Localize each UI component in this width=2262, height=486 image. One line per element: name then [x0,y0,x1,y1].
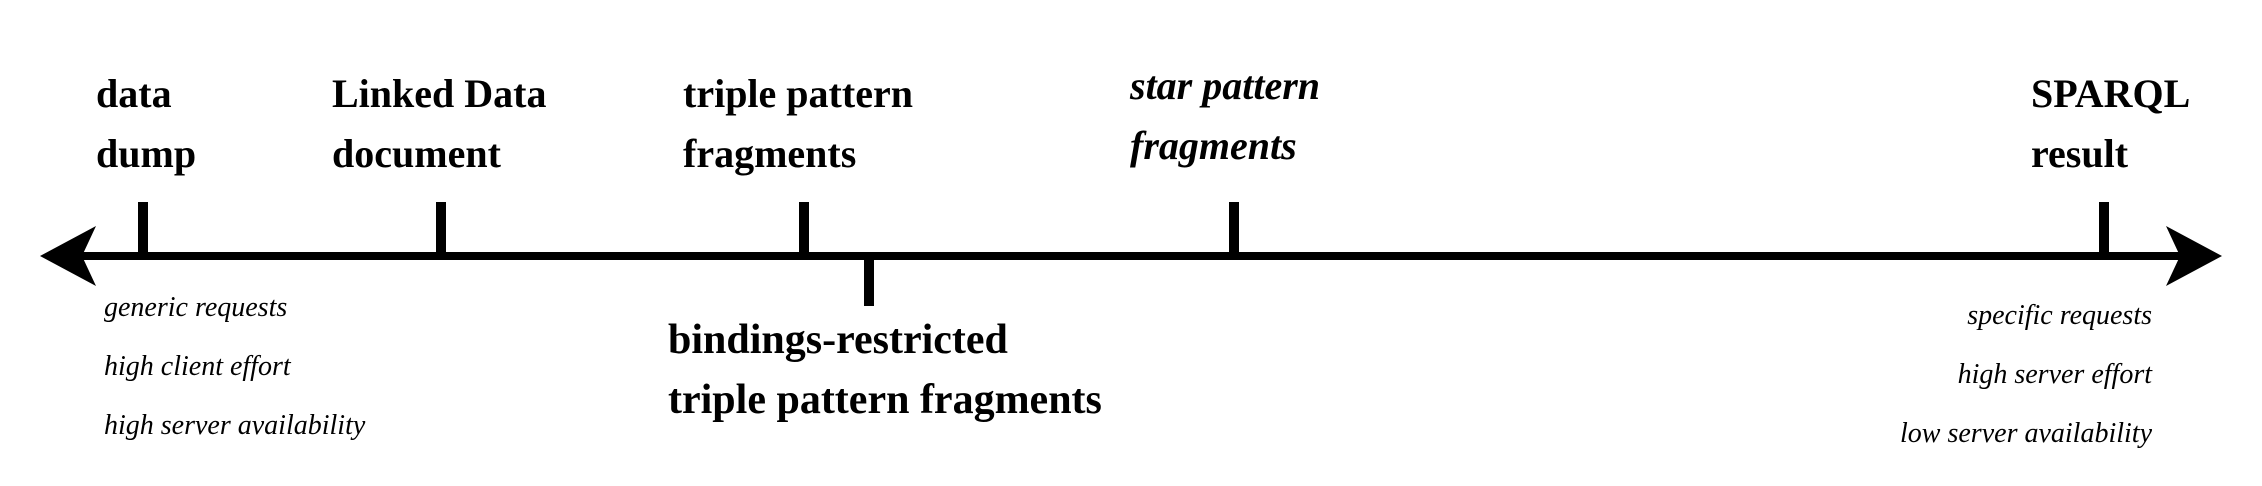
tick-linked-data-document [436,202,446,256]
label-bindings-restricted: bindings-restricted triple pattern fragm… [668,310,1102,430]
tick-sparql-result [2099,202,2109,256]
label-line: triple pattern [683,71,913,116]
left-notes: generic requests high client effort high… [104,278,365,455]
note-line: specific requests [1967,300,2152,331]
note-line: high server effort [1957,359,2152,390]
tick-bindings-restricted [864,256,874,306]
label-line: bindings-restricted [668,317,1008,363]
note-line: high server availability [104,410,366,441]
label-line: result [2031,131,2129,176]
label-line: Linked Data [332,71,547,116]
label-line: star pattern [1130,63,1321,108]
note-line: low server availability [1900,418,2152,449]
label-line: triple pattern fragments [668,377,1102,423]
label-line: SPARQL [2031,71,2191,116]
left-arrowhead [40,226,96,286]
label-linked-data-document: Linked Data document [332,64,547,184]
label-line: fragments [683,131,857,176]
tick-triple-pattern-fragments [799,202,809,256]
label-line: dump [96,131,197,176]
label-line: data [96,71,172,116]
right-arrowhead [2166,226,2222,286]
right-notes: specific requests high server effort low… [1900,286,2152,463]
label-star-pattern-fragments: star pattern fragments [1130,56,1320,176]
tick-data-dump [138,202,148,256]
tick-star-pattern-fragments [1229,202,1239,256]
label-data-dump: data dump [96,64,196,184]
note-line: high client effort [104,351,291,382]
label-triple-pattern-fragments: triple pattern fragments [683,64,913,184]
label-line: fragments [1130,123,1297,168]
label-sparql-result: SPARQL result [2031,64,2190,184]
label-line: document [332,131,501,176]
note-line: generic requests [104,292,288,323]
